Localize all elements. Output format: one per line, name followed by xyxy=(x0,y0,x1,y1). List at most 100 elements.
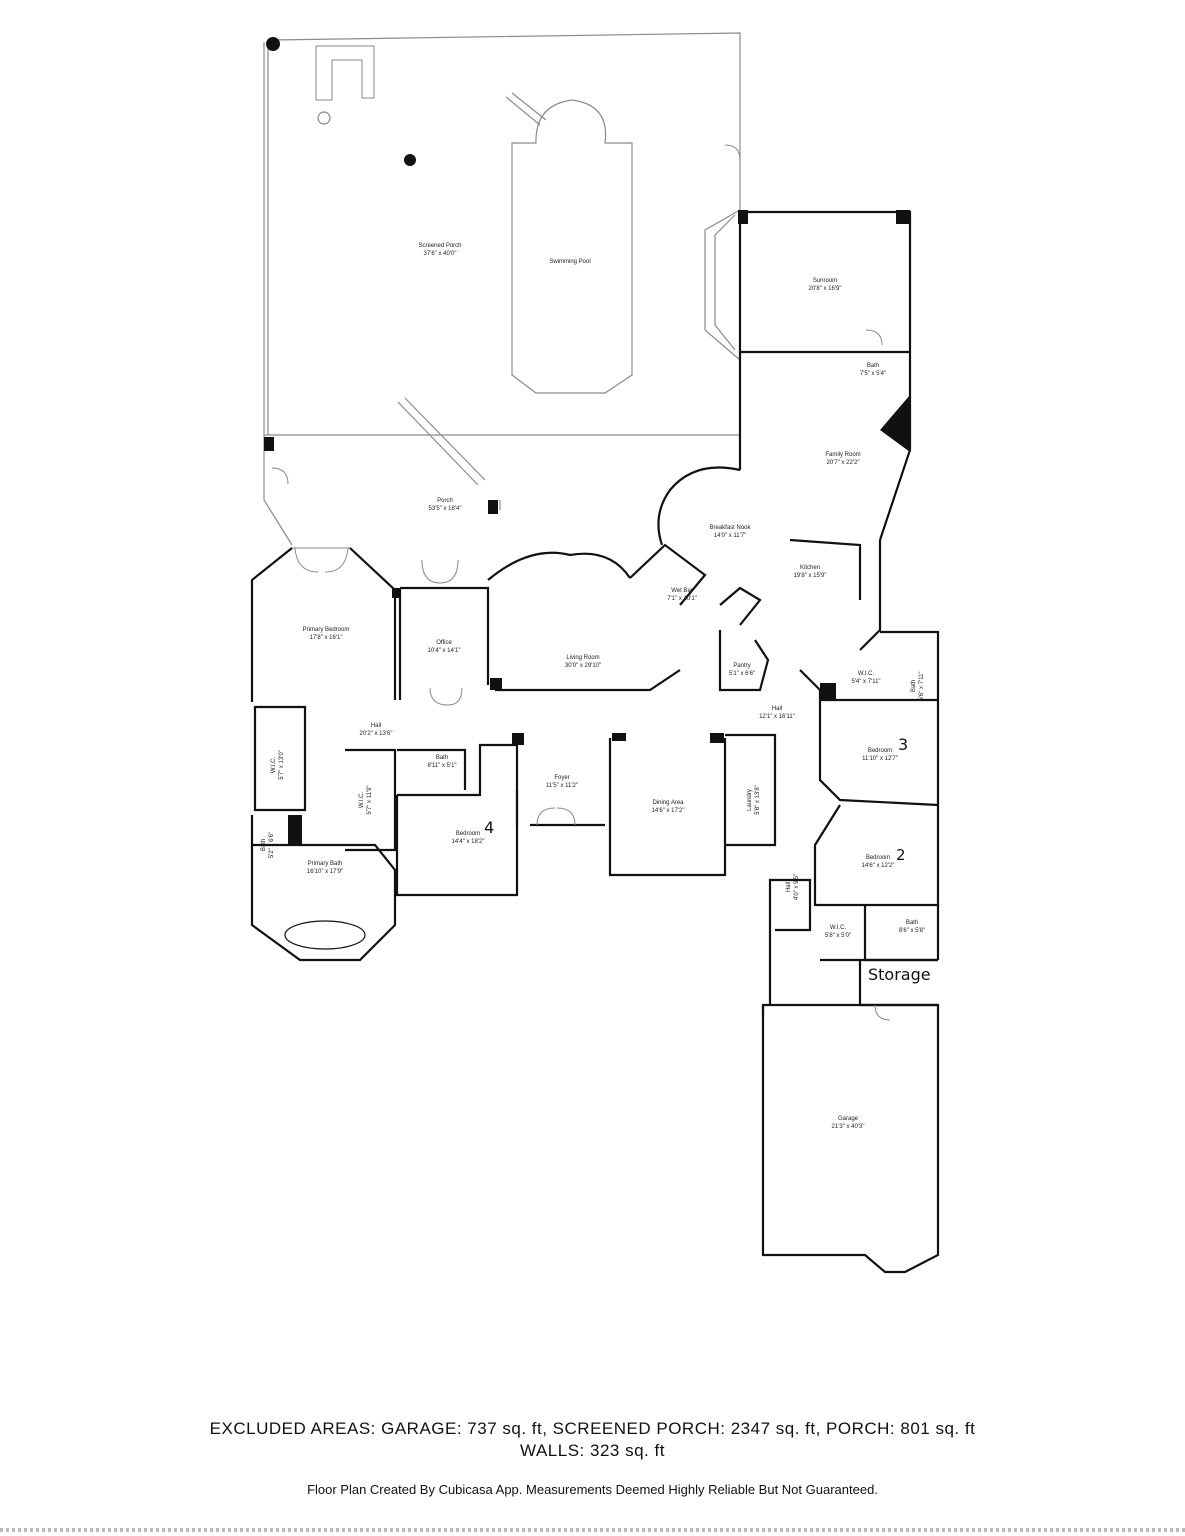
screened-porch-outline xyxy=(263,32,741,436)
dining-area-walls xyxy=(608,738,727,877)
label-bedroom4: Bedroom 14'4" x 18'2" xyxy=(452,830,485,846)
room-dim: 20'7" x 22'2" xyxy=(826,460,860,466)
room-name: Pantry xyxy=(733,663,751,669)
room-name: Sunroom xyxy=(812,278,838,284)
room-dim: 20'8" x 16'9" xyxy=(808,286,842,292)
room-dim: 12'1" x 16'11" xyxy=(759,714,795,720)
floor-plan xyxy=(250,32,940,1274)
room-dim: 14'6" x 17'2" xyxy=(651,808,685,814)
excluded-areas-line2: WALLS: 323 sq. ft xyxy=(520,1441,665,1460)
room-dim: 5'7" x 13'0" xyxy=(279,750,285,780)
label-pantry: Pantry 5'1" x 6'6" xyxy=(729,662,755,678)
room-name: Hall xyxy=(370,723,382,729)
breakfast-bay xyxy=(657,466,741,546)
room-name: W.I.C. xyxy=(857,671,875,677)
room-name: Living Room xyxy=(566,655,600,661)
room-name: Bedroom xyxy=(867,748,893,754)
bedroom4-walls xyxy=(395,743,519,897)
room-dim: 5'8" x 13'8" xyxy=(755,785,761,815)
swimming-pool-outline xyxy=(511,99,633,394)
room-name: Bath xyxy=(905,920,919,926)
room-dim: 14'0" x 11'7" xyxy=(713,533,747,539)
excluded-areas-note: EXCLUDED AREAS: GARAGE: 737 sq. ft, SCRE… xyxy=(0,1418,1185,1462)
room-name: Dining Area xyxy=(652,800,684,806)
room-dim: 14'4" x 18'2" xyxy=(451,839,485,845)
room-dim: 14'6" x 12'2" xyxy=(861,863,895,869)
label-bath-kitchen: Bath 5'6" x 7'11" xyxy=(910,671,926,700)
room-name: Bath xyxy=(261,838,267,852)
label-wic-primary: W.I.C. 5'7" x 13'0" xyxy=(270,750,286,780)
room-dim: 30'0" x 29'10" xyxy=(564,663,602,669)
label-wet-bar: Wet Bar 7'1" x 10'1" xyxy=(667,587,697,603)
room-name: Screened Porch xyxy=(418,243,462,249)
room-name: Swimming Pool xyxy=(549,259,591,265)
room-name: Office xyxy=(436,640,452,646)
label-wic-bed4: W.I.C. 5'7" x 11'9" xyxy=(358,785,374,814)
primary-bedroom-walls xyxy=(250,547,397,702)
room-name: Bath xyxy=(911,679,917,693)
room-dim: 5'7" x 11'9" xyxy=(367,785,373,815)
label-porch: Porch 53'5" x 18'4" xyxy=(429,497,462,513)
label-sunroom: Sunroom 20'8" x 16'9" xyxy=(809,277,842,293)
label-living-room: Living Room 30'0" x 29'10" xyxy=(565,654,601,670)
room-dim: 17'8" x 16'1" xyxy=(309,635,343,641)
room-name: Primary Bedroom xyxy=(302,627,350,633)
room-name: Primary Bath xyxy=(307,861,343,867)
label-hall-west: Hall 20'2" x 13'6" xyxy=(360,722,393,738)
label-bedroom2: Bedroom 14'6" x 12'2" xyxy=(862,854,895,870)
label-garage: Garage 21'3" x 40'3" xyxy=(832,1115,865,1131)
room-dim: 5'2" x 6'6" xyxy=(269,831,275,859)
handwritten-bedroom3-number: 3 xyxy=(898,735,909,754)
label-family-room: Family Room 20'7" x 22'2" xyxy=(825,451,860,467)
room-dim: 7'1" x 10'1" xyxy=(667,596,697,602)
room-dim: 5'4" x 7'11" xyxy=(851,679,881,685)
room-name: Laundry xyxy=(747,789,753,811)
room-name: Porch xyxy=(437,498,453,504)
living-room-walls xyxy=(487,551,681,692)
room-name: Breakfast Nook xyxy=(709,525,751,531)
label-screened-porch: Screened Porch 37'6" x 40'0" xyxy=(418,242,461,258)
room-name: Hall xyxy=(771,706,783,712)
label-primary-bath: Primary Bath 16'10" x 17'9" xyxy=(307,860,343,876)
label-bath-primary-small: Bath 5'2" x 6'6" xyxy=(260,832,276,858)
label-bath-sunroom: Bath 7'5" x 5'4" xyxy=(860,362,886,378)
room-dim: 19'8" x 15'9" xyxy=(793,573,827,579)
room-name: Bath xyxy=(866,363,880,369)
room-name: Wet Bar xyxy=(671,588,693,594)
scan-edge-divider xyxy=(0,1528,1185,1532)
family-room-walls xyxy=(738,352,912,541)
room-dim: 11'5" x 11'2" xyxy=(545,783,579,789)
room-name: W.I.C. xyxy=(829,925,847,931)
room-dim: 8'6" x 5'8" xyxy=(898,928,926,934)
label-laundry: Laundry 5'8" x 13'8" xyxy=(746,785,762,815)
label-dining-area: Dining Area 14'6" x 17'2" xyxy=(652,799,685,815)
room-name: Bedroom xyxy=(455,831,481,837)
room-dim: 21'3" x 40'3" xyxy=(831,1124,865,1130)
footer-disclaimer: Floor Plan Created By Cubicasa App. Meas… xyxy=(307,1482,878,1497)
room-dim: 11'10" x 12'7" xyxy=(862,756,898,762)
label-breakfast-nook: Breakfast Nook 14'0" x 11'7" xyxy=(709,524,750,540)
label-bath-bed2: Bath 8'6" x 5'8" xyxy=(899,919,925,935)
room-dim: 5'6" x 7'11" xyxy=(919,671,925,701)
room-dim: 7'5" x 5'4" xyxy=(859,371,887,377)
label-hall-east: Hall 4'0" x 9'5" xyxy=(785,874,801,900)
room-name: Hall xyxy=(786,881,792,893)
room-dim: 10'4" x 14'1" xyxy=(427,648,461,654)
room-name: W.I.C. xyxy=(359,791,365,809)
room-dim: 8'11" x 5'1" xyxy=(427,763,457,769)
primary-bath-walls xyxy=(250,815,397,962)
east-wing-walls xyxy=(813,630,940,962)
room-dim: 4'0" x 9'5" xyxy=(794,873,800,901)
room-name: Family Room xyxy=(825,452,861,458)
room-dim: 53'5" x 18'4" xyxy=(428,506,462,512)
room-dim: 20'2" x 13'6" xyxy=(359,731,393,737)
room-name: Kitchen xyxy=(799,565,820,571)
label-wic-kitchen: W.I.C. 5'4" x 7'11" xyxy=(851,670,880,686)
office-walls xyxy=(398,586,490,700)
label-bath-hall: Bath 8'11" x 5'1" xyxy=(427,754,456,770)
room-name: W.I.C. xyxy=(271,756,277,774)
label-bedroom3: Bedroom 11'10" x 12'7" xyxy=(862,747,898,763)
label-hall-main: Hall 12'1" x 16'11" xyxy=(759,705,795,721)
room-name: Bedroom xyxy=(865,855,891,861)
label-foyer: Foyer 11'5" x 11'2" xyxy=(546,774,578,790)
